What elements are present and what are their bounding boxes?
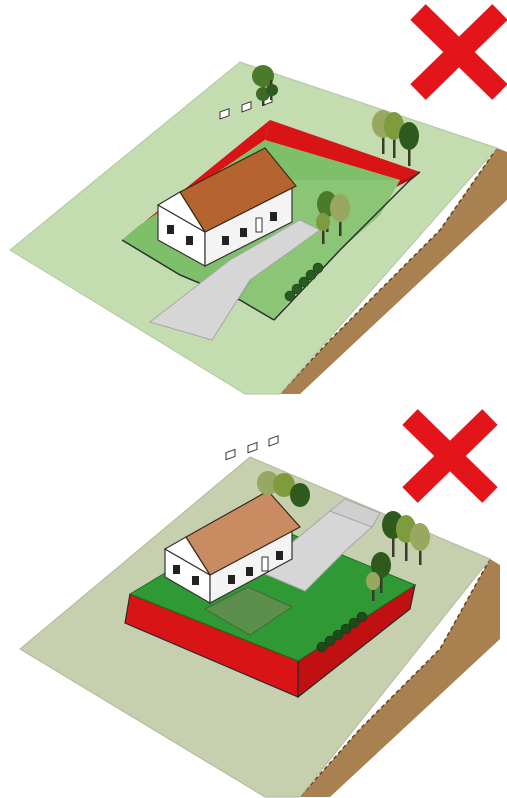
red-x-icon — [410, 417, 490, 495]
panel-excavated-plot — [0, 0, 507, 399]
panel-raised-plot — [0, 399, 507, 798]
dormer-windows — [226, 436, 278, 460]
house-door — [262, 557, 268, 571]
house-door — [256, 218, 262, 232]
red-x-icon — [418, 12, 500, 92]
